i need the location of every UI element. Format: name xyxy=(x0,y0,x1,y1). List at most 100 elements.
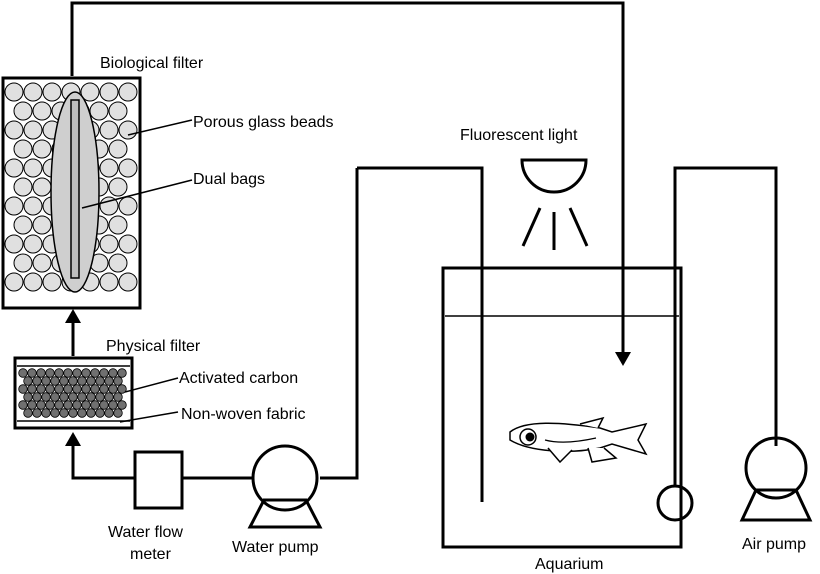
carbon-granule xyxy=(32,392,42,402)
water-flow-meter-label-line1: Water flow xyxy=(108,524,183,541)
carbon-granule xyxy=(108,368,118,378)
carbon-granule xyxy=(68,408,78,418)
glass-bead xyxy=(118,196,138,216)
carbon-granule xyxy=(77,376,87,386)
carbon-granule xyxy=(41,376,51,386)
biological-filter xyxy=(1,76,193,310)
carbon-granule xyxy=(99,384,109,394)
glass-bead xyxy=(4,196,24,216)
carbon-granule xyxy=(27,384,37,394)
water-flow-meter-label-line2: meter xyxy=(130,546,172,563)
physical-filter-label: Physical filter xyxy=(106,338,201,355)
carbon-granule xyxy=(59,408,69,418)
carbon-granule xyxy=(45,384,55,394)
carbon-granule xyxy=(27,400,37,410)
carbon-granule xyxy=(95,392,105,402)
glass-bead xyxy=(13,101,33,121)
pump-outlet-pipe xyxy=(320,168,359,480)
glass-bead xyxy=(23,234,43,254)
glass-bead xyxy=(4,234,24,254)
carbon-granule xyxy=(86,392,96,402)
glass-bead xyxy=(118,82,138,102)
aquarium-tank xyxy=(441,266,683,549)
glass-bead xyxy=(99,234,119,254)
physical-filter xyxy=(13,356,179,430)
biological-filter-label: Biological filter xyxy=(100,55,204,72)
carbon-granule xyxy=(50,408,60,418)
filter-connector-arrow xyxy=(65,309,81,323)
carbon-granule xyxy=(59,392,69,402)
fluorescent-light-label: Fluorescent light xyxy=(460,127,578,144)
fish-pupil xyxy=(525,432,535,442)
carbon-granule xyxy=(104,376,114,386)
glass-bead xyxy=(42,272,62,292)
glass-bead xyxy=(32,139,52,159)
glass-bead xyxy=(13,253,33,273)
carbon-granule xyxy=(108,400,118,410)
carbon-granule xyxy=(59,376,69,386)
light-ray-left xyxy=(521,207,542,247)
carbon-granule xyxy=(23,392,33,402)
carbon-granule xyxy=(81,368,91,378)
fish-lateral-line xyxy=(544,437,597,443)
air-line xyxy=(673,166,778,487)
dual-bags-label: Dual bags xyxy=(193,171,265,188)
glass-bead xyxy=(13,215,33,235)
carbon-granule xyxy=(54,384,64,394)
carbon-granule xyxy=(72,384,82,394)
return-pipe-arrow xyxy=(615,352,631,366)
dual-bags-leader xyxy=(81,179,193,209)
glass-bead xyxy=(108,215,128,235)
fish xyxy=(509,416,648,464)
carbon-granule xyxy=(41,408,51,418)
air-stone xyxy=(656,484,694,522)
glass-bead xyxy=(89,101,109,121)
glass-bead xyxy=(23,82,43,102)
carbon-granule xyxy=(27,368,37,378)
carbon-granule xyxy=(72,368,82,378)
glass-bead xyxy=(4,272,24,292)
air-pump-body xyxy=(744,436,808,500)
glass-bead xyxy=(108,139,128,159)
carbon-granule xyxy=(41,392,51,402)
dual-bags-inner xyxy=(70,99,80,279)
carbon-granule xyxy=(63,400,73,410)
activated-carbon-leader xyxy=(124,377,179,393)
carbon-granule xyxy=(113,408,123,418)
air-pump-label: Air pump xyxy=(742,536,806,553)
glass-bead xyxy=(23,158,43,178)
carbon-granule xyxy=(77,392,87,402)
activated-carbon-label: Activated carbon xyxy=(179,370,298,387)
carbon-granule xyxy=(81,400,91,410)
carbon-granule xyxy=(104,392,114,402)
carbon-granule xyxy=(117,400,127,410)
carbon-granule xyxy=(18,400,28,410)
carbon-granule xyxy=(95,376,105,386)
aquarium-label: Aquarium xyxy=(535,556,603,573)
glass-bead xyxy=(13,177,33,197)
porous-glass-beads-label: Porous glass beads xyxy=(193,114,334,131)
glass-bead xyxy=(23,196,43,216)
carbon-granule xyxy=(77,408,87,418)
non-woven-fabric-label: Non-woven fabric xyxy=(181,406,306,423)
carbon-granule xyxy=(23,376,33,386)
carbon-granule xyxy=(108,384,118,394)
glass-bead xyxy=(4,120,24,140)
carbon-granule xyxy=(81,384,91,394)
carbon-granule xyxy=(86,408,96,418)
carbon-granule xyxy=(54,368,64,378)
glass-bead xyxy=(99,158,119,178)
carbon-granule xyxy=(50,392,60,402)
carbon-granule xyxy=(32,376,42,386)
glass-bead xyxy=(4,82,24,102)
glass-bead xyxy=(32,253,52,273)
glass-bead xyxy=(32,101,52,121)
fish-pelvic-fin xyxy=(547,447,573,464)
porous-glass-beads-leader xyxy=(127,119,193,136)
glass-bead xyxy=(4,158,24,178)
glass-bead xyxy=(99,82,119,102)
carbon-granule xyxy=(18,384,28,394)
glass-bead xyxy=(80,82,100,102)
fish-body xyxy=(509,422,648,456)
water-pump-base xyxy=(247,498,323,529)
